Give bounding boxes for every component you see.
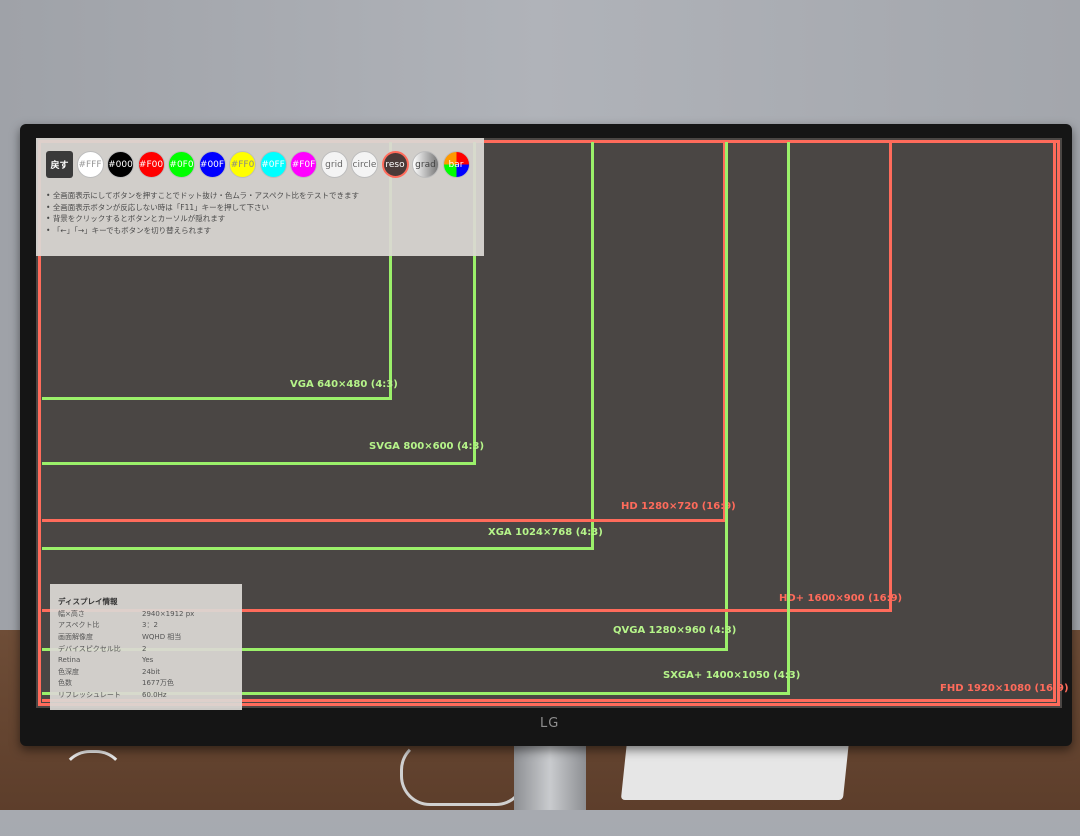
info-key: 画面解像度 bbox=[58, 632, 93, 641]
info-key: 色数 bbox=[58, 679, 72, 688]
resolution-label: HD+ 1600×900 (16:9) bbox=[779, 593, 903, 604]
info-row: Retina Yes bbox=[58, 654, 194, 666]
resolution-frame bbox=[42, 142, 728, 651]
monitor-stand bbox=[514, 746, 586, 810]
info-value: 3：2 bbox=[142, 621, 158, 630]
monitor-screen[interactable]: VGA 640×480 (4:3) SVGA 800×600 (4:3) XGA 1… bbox=[36, 138, 1069, 710]
info-value: 2940×1912 px bbox=[142, 609, 195, 618]
info-row: デバイスピクセル比 2 bbox=[58, 643, 194, 655]
info-value: Yes bbox=[142, 656, 154, 665]
info-value: 24bit bbox=[142, 667, 161, 676]
monitor-brand-logo: LG bbox=[540, 716, 560, 731]
info-key: 幅×高さ bbox=[58, 609, 85, 618]
cable bbox=[60, 750, 126, 836]
test-button[interactable]: #FF0 bbox=[229, 151, 256, 178]
test-button[interactable]: #00F bbox=[198, 151, 226, 178]
note-line: 「←」「→」キーでもボタンを切り替えられます bbox=[46, 225, 359, 237]
resolution-frame-outer bbox=[38, 140, 1060, 706]
info-value: 1677万色 bbox=[142, 679, 174, 688]
info-row: 幅×高さ 2940×1912 px bbox=[58, 608, 194, 620]
instruction-notes: 全画面表示にしてボタンを押すことでドット抜け・色ムラ・アスペクト比をテストできま… bbox=[46, 190, 359, 236]
info-key: デバイスピクセル比 bbox=[58, 644, 121, 653]
info-row: アスペクト比 3：2 bbox=[58, 620, 194, 632]
test-button[interactable]: #FFF bbox=[76, 151, 104, 178]
resolution-label: QVGA 1280×960 (4:3) bbox=[613, 625, 737, 636]
info-key: アスペクト比 bbox=[58, 621, 100, 630]
resolution-frame bbox=[42, 142, 594, 550]
cable bbox=[840, 732, 1066, 828]
test-button[interactable]: reso bbox=[381, 151, 409, 178]
info-key: Retina bbox=[58, 656, 81, 665]
resolution-frame bbox=[42, 142, 726, 522]
resolution-frame bbox=[42, 142, 476, 465]
resolution-label: SXGA+ 1400×1050 (4:3) bbox=[663, 670, 801, 681]
info-row: リフレッシュレート 60.0Hz bbox=[58, 689, 194, 701]
info-key: 色深度 bbox=[58, 667, 79, 676]
display-info-panel: ディスプレイ情報 幅×高さ 2940×1912 px アスペクト比 3：2 画面解像… bbox=[50, 584, 242, 710]
test-button[interactable]: #F00 bbox=[137, 151, 165, 178]
test-button[interactable]: #000 bbox=[107, 151, 134, 178]
resolution-label: XGA 1024×768 (4:3) bbox=[488, 527, 603, 538]
test-button[interactable]: grad bbox=[412, 151, 439, 178]
info-row: 色深度 24bit bbox=[58, 666, 194, 678]
resolution-frame bbox=[42, 142, 1056, 702]
cable bbox=[400, 740, 526, 806]
test-button[interactable]: grid bbox=[320, 151, 348, 178]
test-button[interactable]: #F0F bbox=[290, 151, 317, 178]
info-value: WQHD 相当 bbox=[142, 632, 182, 641]
info-key: リフレッシュレート bbox=[58, 690, 121, 699]
test-button[interactable]: circle bbox=[351, 151, 378, 178]
info-value: 2 bbox=[142, 644, 147, 653]
resolution-label: HD 1280×720 (16:9) bbox=[621, 501, 736, 512]
test-button[interactable]: #0FF bbox=[259, 151, 287, 178]
resolution-label: FHD 1920×1080 (16:9) bbox=[940, 683, 1069, 694]
note-line: 全画面表示にしてボタンを押すことでドット抜け・色ムラ・アスペクト比をテストできま… bbox=[46, 190, 359, 202]
resolution-frame bbox=[42, 142, 790, 695]
info-row: 色数 1677万色 bbox=[58, 678, 194, 690]
info-value: 60.0Hz bbox=[142, 690, 167, 699]
resolution-frame bbox=[42, 142, 392, 400]
info-row: 画面解像度 WQHD 相当 bbox=[58, 631, 194, 643]
resolution-frame bbox=[42, 142, 892, 612]
test-button[interactable]: bar bbox=[442, 151, 470, 178]
display-info-title: ディスプレイ情報 bbox=[58, 597, 118, 606]
note-line: 背景をクリックするとボタンとカーソルが隠れます bbox=[46, 213, 359, 225]
back-button[interactable]: 戻す bbox=[46, 151, 73, 178]
note-line: 全画面表示ボタンが反応しない時は「F11」キーを押して下さい bbox=[46, 202, 359, 214]
power-adapter bbox=[620, 740, 850, 800]
test-button[interactable]: #0F0 bbox=[168, 151, 195, 178]
resolution-label: SVGA 800×600 (4:3) bbox=[369, 441, 485, 452]
resolution-label: VGA 640×480 (4:3) bbox=[290, 379, 398, 390]
